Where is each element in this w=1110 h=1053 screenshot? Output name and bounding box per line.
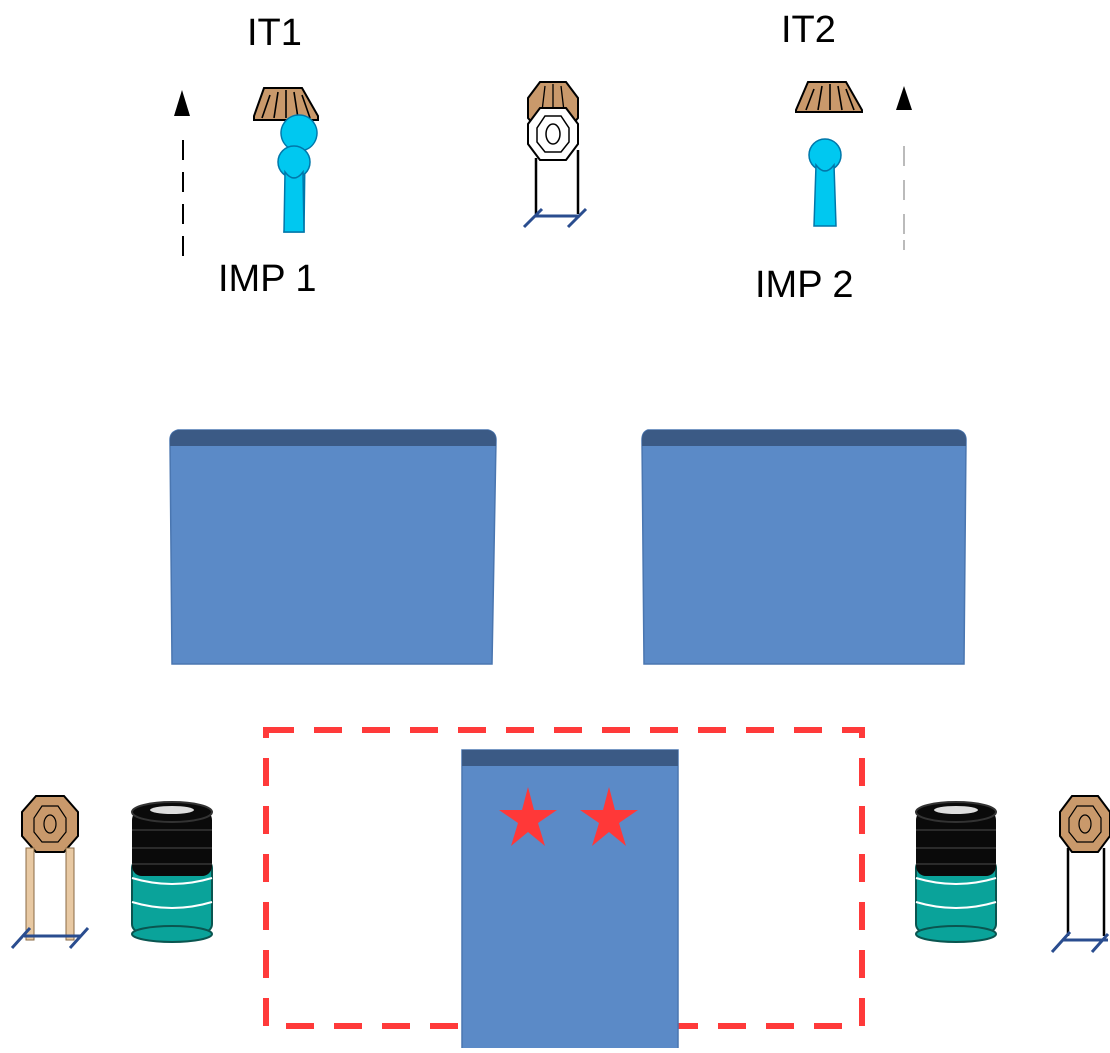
imp1-label: IMP 1 [218, 258, 317, 300]
right-barrel-icon [915, 801, 997, 943]
left-paper-target-icon [10, 795, 90, 950]
right-up-arrow-icon [896, 86, 912, 250]
center-barricade-icon [461, 749, 679, 1053]
imp2-label: IMP 2 [755, 264, 854, 306]
left-barrel-icon [131, 801, 213, 943]
right-barricade-icon [641, 429, 967, 665]
it2-label: IT2 [781, 9, 836, 51]
it1-label: IT1 [247, 12, 302, 54]
it2-steel-target-icon [795, 81, 863, 113]
it1-steel-target-icon [253, 87, 319, 121]
left-barricade-icon [169, 429, 497, 665]
left-up-arrow-icon [174, 90, 190, 256]
right-paper-target-icon [1050, 795, 1110, 954]
shooting-box-area [263, 727, 865, 1029]
imp2-popper-icon [808, 138, 842, 227]
imp1-popper-icon [277, 114, 318, 233]
star-icon [499, 787, 557, 846]
center-target-with-no-shoot-icon [522, 81, 588, 229]
star-icon-2 [580, 787, 638, 846]
